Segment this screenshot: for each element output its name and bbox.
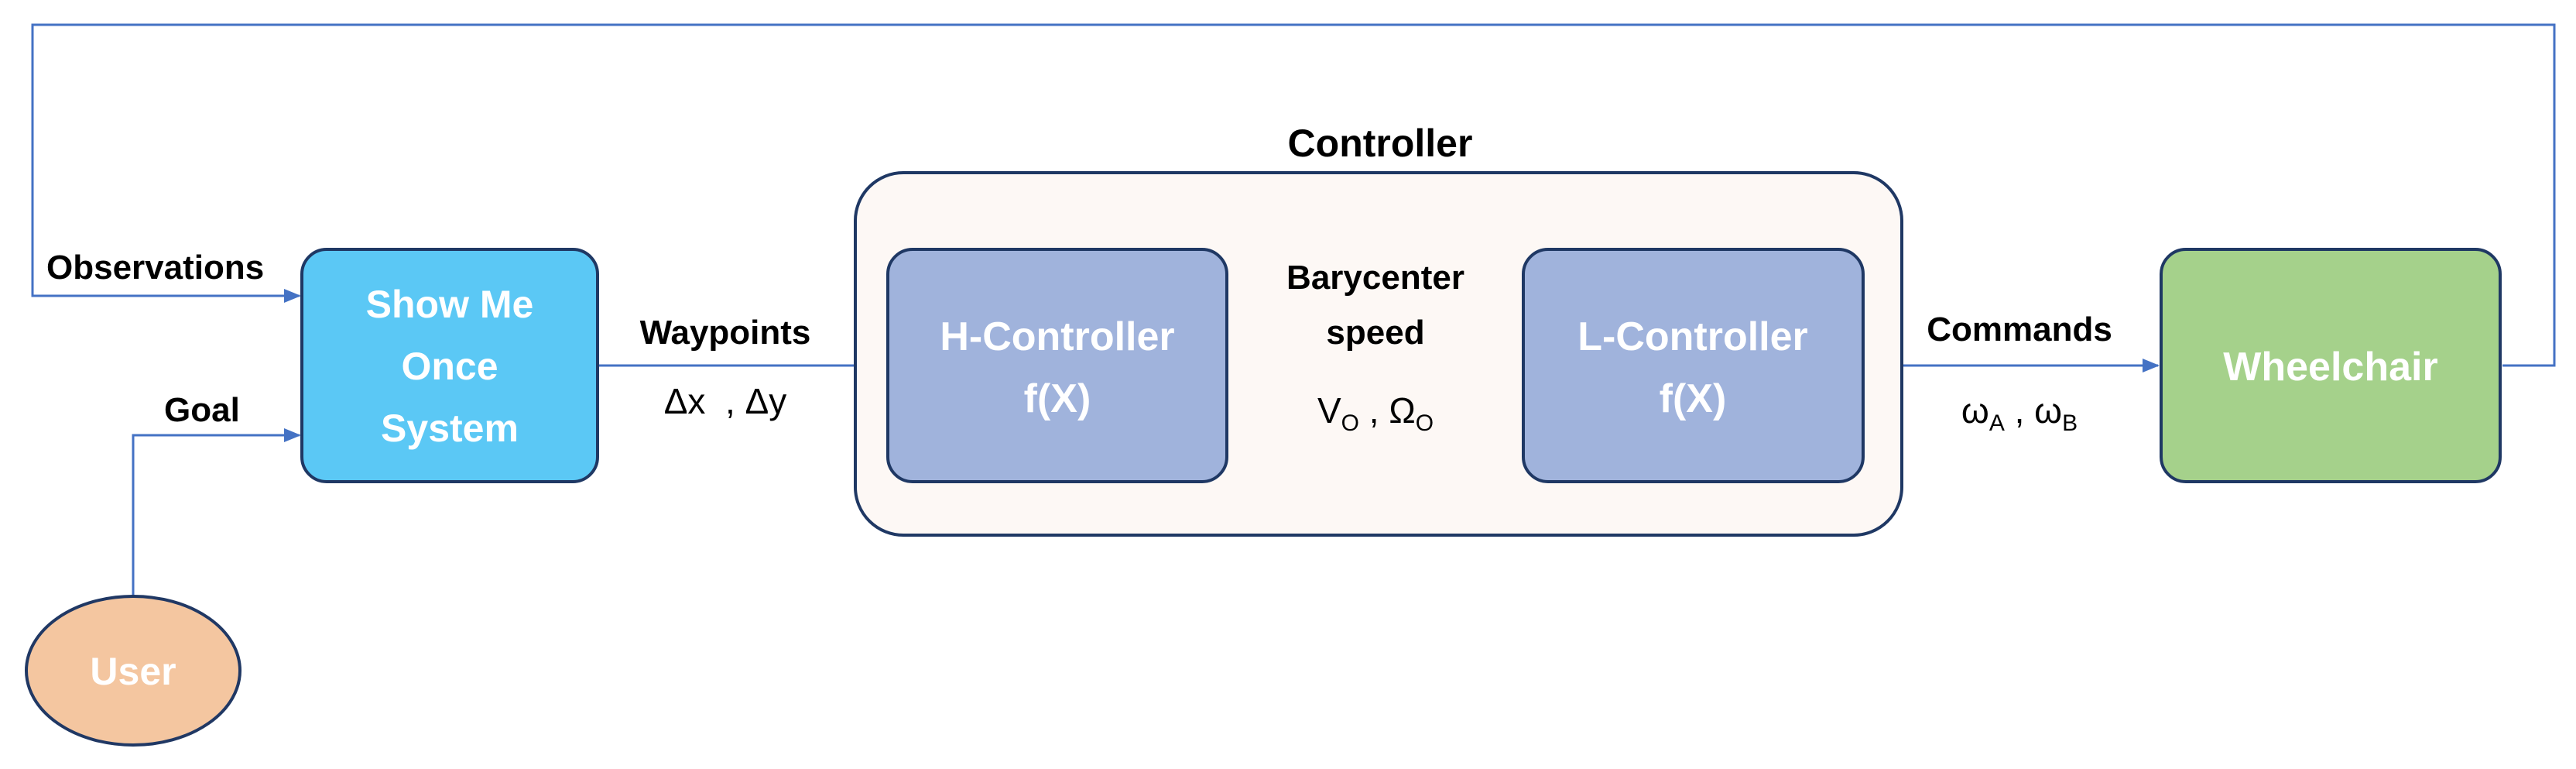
goal-label: Goal <box>164 391 240 429</box>
waypoints-values: Δx , Δy <box>664 381 787 421</box>
waypoints-label: Waypoints <box>640 314 811 352</box>
omega-subscript: O <box>1416 410 1434 436</box>
user-node[interactable]: User <box>25 595 242 747</box>
l-controller-label: L-Controller <box>1577 314 1808 359</box>
h-controller-function: f(X) <box>1024 376 1091 421</box>
wheelchair-node[interactable]: Wheelchair <box>2160 248 2502 483</box>
controller-title: Controller <box>1288 122 1473 165</box>
show-me-once-box <box>300 248 599 483</box>
user-ellipse <box>25 595 242 747</box>
l-controller-node[interactable]: L-Controller f(X) <box>1522 248 1865 483</box>
barycenter-label-line2: speed <box>1326 314 1424 352</box>
observations-label: Observations <box>46 249 264 287</box>
l-controller-box <box>1522 248 1865 483</box>
edge-labels: Observations Goal Waypoints Δx , Δy Bary… <box>46 249 2112 436</box>
goal-arrow <box>132 428 301 596</box>
l-controller-function: f(X) <box>1660 376 1727 421</box>
omega-a-subscript: A <box>1989 410 2005 436</box>
v-subscript: O <box>1341 410 1359 436</box>
barycenter-separator: , <box>1359 390 1389 431</box>
wheelchair-label: Wheelchair <box>2223 345 2437 390</box>
h-controller-box <box>886 248 1228 483</box>
omega-symbol: Ω <box>1389 390 1415 431</box>
show-me-once-label-line3: System <box>381 407 519 450</box>
omega-a-symbol: ω <box>1961 390 1989 431</box>
v-symbol: V <box>1317 390 1341 431</box>
show-me-once-node[interactable]: Show Me Once System <box>300 248 599 483</box>
show-me-once-label-line1: Show Me <box>366 283 534 326</box>
commands-values: ωA , ωB <box>1961 390 2078 436</box>
h-controller-node[interactable]: H-Controller f(X) <box>886 248 1228 483</box>
omega-b-subscript: B <box>2062 410 2078 436</box>
user-label: User <box>90 650 176 693</box>
barycenter-label-line1: Barycenter <box>1286 259 1464 297</box>
omega-b-symbol: ω <box>2034 390 2062 431</box>
show-me-once-label-line2: Once <box>401 345 498 388</box>
feedback-loop-arrow <box>31 23 2556 367</box>
h-controller-label: H-Controller <box>940 314 1174 359</box>
commands-separator: , <box>2005 390 2034 431</box>
wheelchair-box <box>2160 248 2502 483</box>
barycenter-values: VO , ΩO <box>1317 390 1434 436</box>
commands-label: Commands <box>1927 311 2112 348</box>
